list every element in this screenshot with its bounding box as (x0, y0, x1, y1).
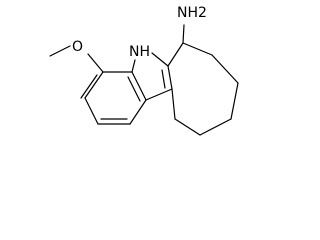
bond-c10-c11 (174, 118, 201, 136)
bond-c4-c5-double (80, 74, 98, 99)
bond-c7ring-c8 (211, 54, 239, 84)
bond-c2-c3 (167, 65, 173, 90)
bond-o-ch3 (49, 45, 71, 57)
bond-c2-c6 (167, 42, 184, 67)
bond-c5-c6 (84, 97, 99, 125)
bond-c4-c5 (84, 71, 104, 99)
bond-c9-c10 (199, 118, 232, 136)
bond-c8-c9 (230, 82, 239, 120)
bond-c7a-c3a (131, 71, 147, 101)
bond-c6-nh2 (182, 24, 185, 44)
amine-label: NH2 (177, 5, 207, 21)
bond-c3a-n (131, 59, 136, 73)
bond-c3-c7a (145, 88, 173, 101)
bond-c4-o (87, 53, 104, 73)
indole-nh-label: NH (129, 44, 150, 60)
bond-c11-c3 (171, 88, 176, 120)
bond-c2-c3-double (161, 69, 166, 89)
ether-oxygen-label: O (72, 39, 83, 55)
bond-c7a-c3a-double (127, 76, 141, 102)
bond-c7-c7a (129, 99, 147, 125)
bond-n-c2 (151, 52, 169, 67)
chemical-structure: NH2 NH O (49, 5, 239, 136)
bond-c6-c7ring (182, 42, 213, 56)
